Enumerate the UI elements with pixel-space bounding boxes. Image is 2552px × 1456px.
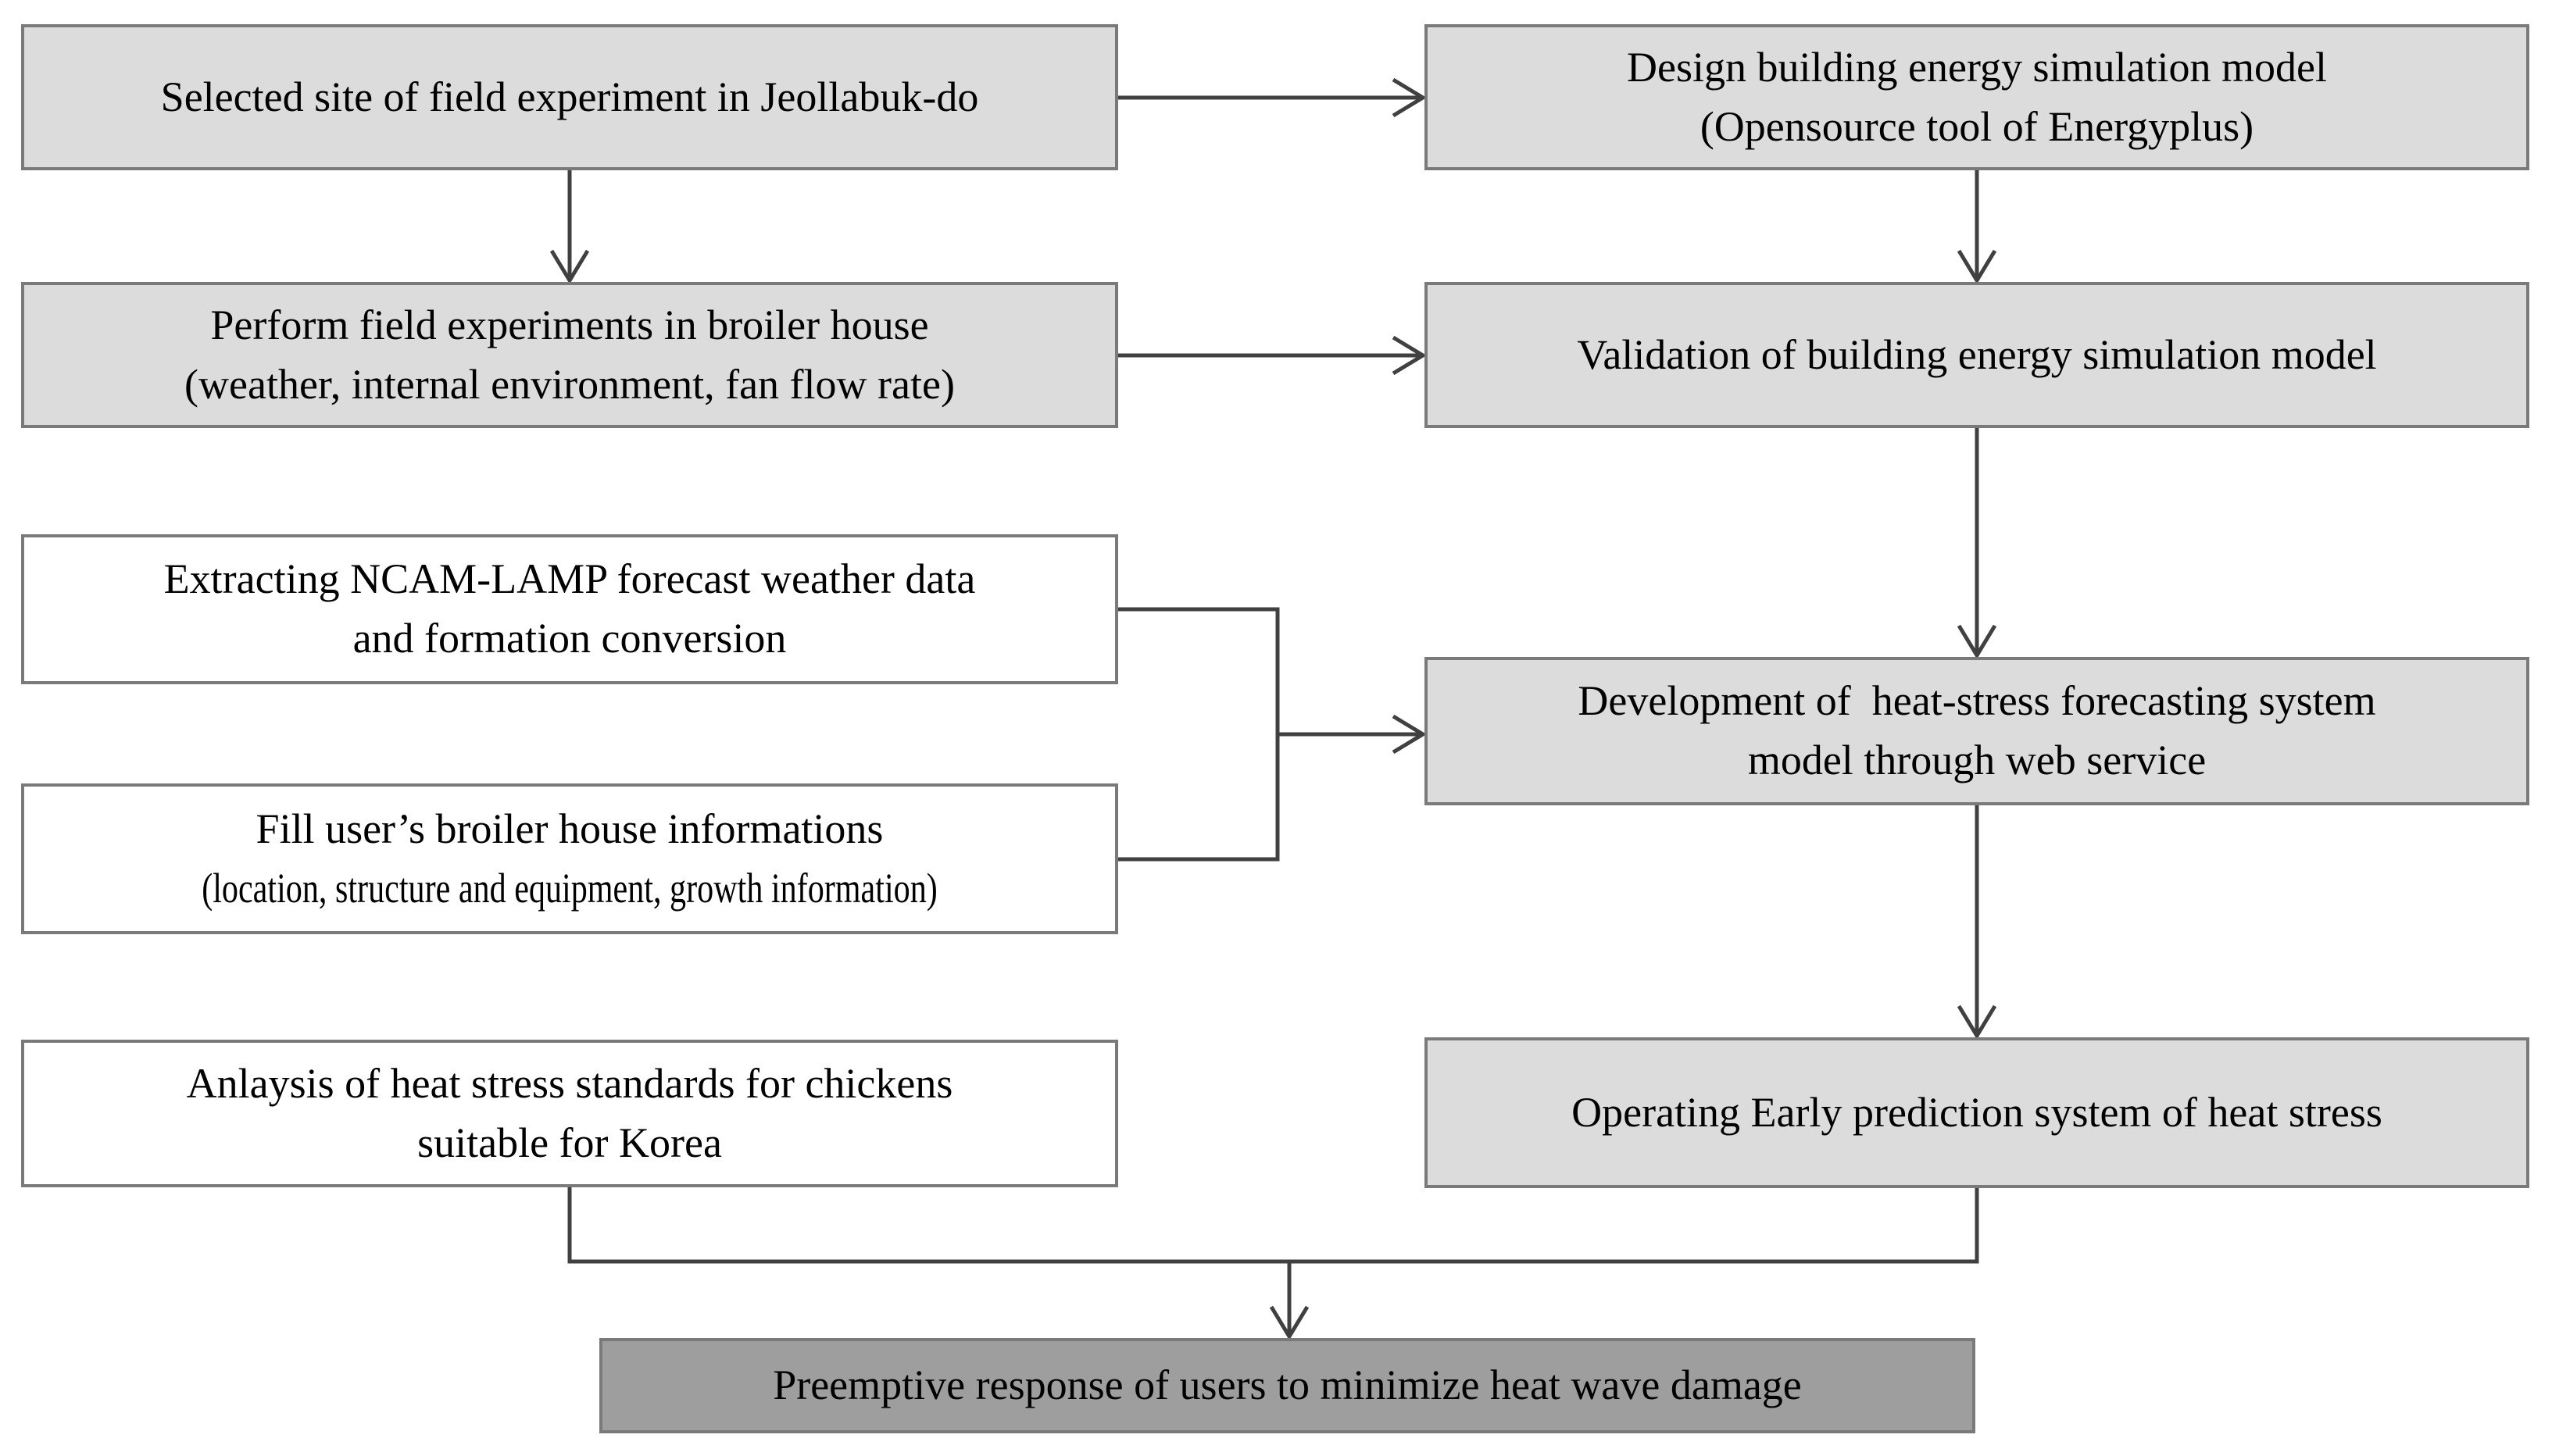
flow-box-perform-experiments-line1: Perform field experiments in broiler hou… xyxy=(210,301,929,348)
flow-box-extract-weather: Extracting NCAM-LAMP forecast weather da… xyxy=(21,534,1118,684)
flow-box-validation: Validation of building energy simulation… xyxy=(1424,282,2529,428)
flow-box-fill-house-info-line2: (location, structure and equipment, grow… xyxy=(202,864,938,912)
arrow-develop-forecast-to-operating-system xyxy=(1957,805,1997,1040)
flow-box-operating-system-label: Operating Early prediction system of hea… xyxy=(1571,1088,2382,1136)
flow-box-selected-site: Selected site of field experiment in Jeo… xyxy=(21,24,1118,170)
flow-box-heat-stress-analysis-line1: Anlaysis of heat stress standards for ch… xyxy=(186,1059,953,1107)
flow-box-perform-experiments-line2: (weather, internal environment, fan flow… xyxy=(184,360,955,408)
flow-box-design-model-line2: (Opensource tool of Energyplus) xyxy=(1700,102,2254,150)
arrow-perform-experiments-to-validation xyxy=(1118,335,1427,376)
flow-box-develop-forecast-line2: model through web service xyxy=(1747,737,2207,783)
arrow-validation-to-develop-forecast xyxy=(1957,428,1997,659)
arrow-selected-site-to-design-model xyxy=(1118,77,1427,118)
flow-box-operating-system: Operating Early prediction system of hea… xyxy=(1424,1037,2529,1188)
flow-box-extract-weather-line2: and formation conversion xyxy=(352,615,787,662)
flow-box-heat-stress-analysis: Anlaysis of heat stress standards for ch… xyxy=(21,1040,1118,1187)
arrow-selected-site-to-perform-experiments xyxy=(549,170,590,284)
flow-box-fill-house-info-line1: Fill user’s broiler house informations xyxy=(256,805,884,852)
connector-merge-to-preemptive-response xyxy=(567,1186,1979,1340)
flow-box-develop-forecast-line1: Development of heat-stress forecasting s… xyxy=(1578,677,2376,725)
connector-inputs-to-develop-forecast xyxy=(1118,607,1427,862)
flow-box-design-model-line1: Design building energy simulation model xyxy=(1627,43,2327,91)
flow-box-selected-site-label: Selected site of field experiment in Jeo… xyxy=(160,73,979,120)
flow-box-design-model: Design building energy simulation model … xyxy=(1424,24,2529,170)
flow-box-extract-weather-line1: Extracting NCAM-LAMP forecast weather da… xyxy=(163,555,976,603)
flow-box-validation-label: Validation of building energy simulation… xyxy=(1577,330,2377,378)
flow-box-preemptive-response-label: Preemptive response of users to minimize… xyxy=(773,1361,1802,1409)
flow-box-fill-house-info: Fill user’s broiler house informations (… xyxy=(21,783,1118,934)
flow-box-perform-experiments: Perform field experiments in broiler hou… xyxy=(21,282,1118,428)
flow-box-heat-stress-analysis-line2: suitable for Korea xyxy=(417,1119,722,1166)
arrow-design-model-to-validation xyxy=(1957,170,1997,284)
flow-box-preemptive-response: Preemptive response of users to minimize… xyxy=(599,1338,1975,1433)
flow-box-develop-forecast: Development of heat-stress forecasting s… xyxy=(1424,657,2529,805)
